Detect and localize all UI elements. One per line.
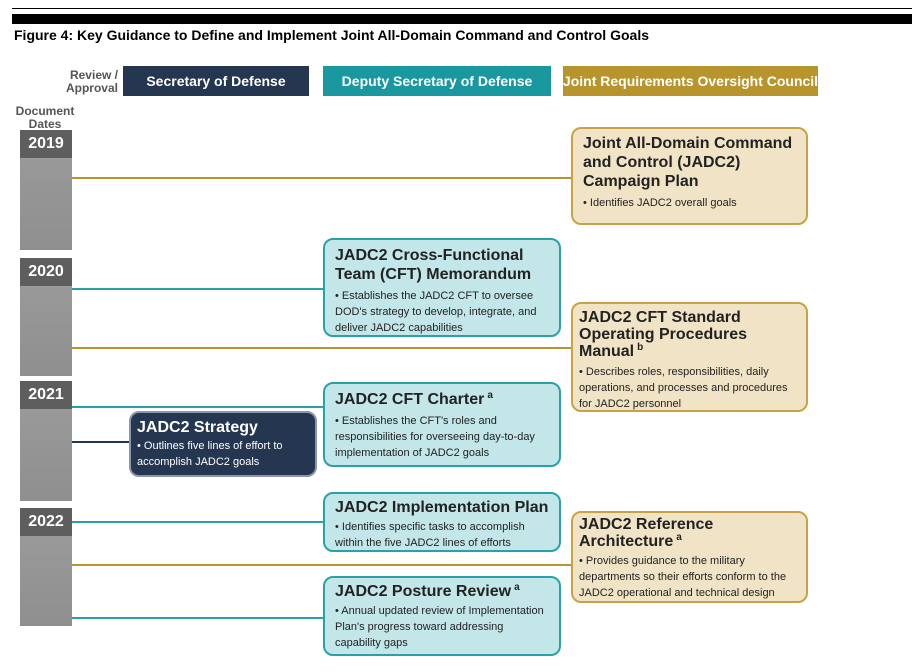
top-rule-thin (12, 8, 912, 9)
doc-description: • Provides guidance to the military depa… (579, 555, 787, 599)
doc-card-implementation-plan: JADC2 Implementation Plan • Identifies s… (323, 492, 561, 552)
review-approval-label: Review / Approval (65, 68, 118, 95)
doc-description: • Identifies specific tasks to accomplis… (335, 521, 525, 549)
doc-description: • Outlines five lines of effort to accom… (137, 440, 283, 468)
doc-description: • Annual updated review of Implementatio… (335, 605, 544, 649)
connector-cft-charter (72, 406, 324, 408)
document-dates-label: Document Dates (15, 104, 75, 131)
doc-title: JADC2 Cross-Functional Team (CFT) Memora… (335, 247, 532, 283)
approver-header-secdef: Secretary of Defense (123, 66, 309, 96)
connector-sop-manual (72, 347, 572, 349)
doc-description: • Establishes the JADC2 CFT to oversee D… (335, 290, 537, 334)
year-label-2019: 2019 (20, 130, 72, 158)
doc-card-sop-manual: JADC2 CFT Standard Operating Procedures … (571, 302, 808, 412)
doc-title: JADC2 Implementation Plan (335, 499, 549, 516)
doc-title: JADC2 CFT Standard Operating Procedures … (579, 309, 748, 360)
connector-strategy (72, 441, 130, 443)
connector-posture-review (72, 617, 324, 619)
year-band-2019: 2019 (20, 130, 72, 250)
figure-title: Figure 4: Key Guidance to Define and Imp… (14, 27, 649, 43)
doc-card-cft-memorandum: JADC2 Cross-Functional Team (CFT) Memora… (323, 238, 561, 337)
doc-description: • Describes roles, responsibilities, dai… (579, 366, 788, 410)
approver-header-jroc: Joint Requirements Oversight Council (563, 66, 818, 96)
top-rule-thick (12, 14, 912, 24)
approver-header-depsecdef: Deputy Secretary of Defense (323, 66, 551, 96)
doc-title: Joint All-Domain Command and Control (JA… (583, 135, 793, 190)
year-band-2021: 2021 (20, 381, 72, 501)
year-label-2021: 2021 (20, 381, 72, 409)
year-band-2020: 2020 (20, 258, 72, 376)
year-label-2020: 2020 (20, 258, 72, 286)
connector-campaign-plan (72, 177, 572, 179)
doc-card-strategy: JADC2 Strategy • Outlines five lines of … (129, 411, 317, 477)
doc-description: • Identifies JADC2 overall goals (583, 197, 737, 209)
year-band-2022: 2022 (20, 508, 72, 626)
connector-reference-architecture (72, 564, 572, 566)
connector-cft-memorandum (72, 288, 324, 290)
doc-card-campaign-plan: Joint All-Domain Command and Control (JA… (571, 127, 808, 225)
doc-title: JADC2 Strategy (137, 419, 258, 436)
connector-implementation-plan (72, 521, 324, 523)
year-label-2022: 2022 (20, 508, 72, 536)
doc-description: • Establishes the CFT's roles and respon… (335, 415, 535, 459)
